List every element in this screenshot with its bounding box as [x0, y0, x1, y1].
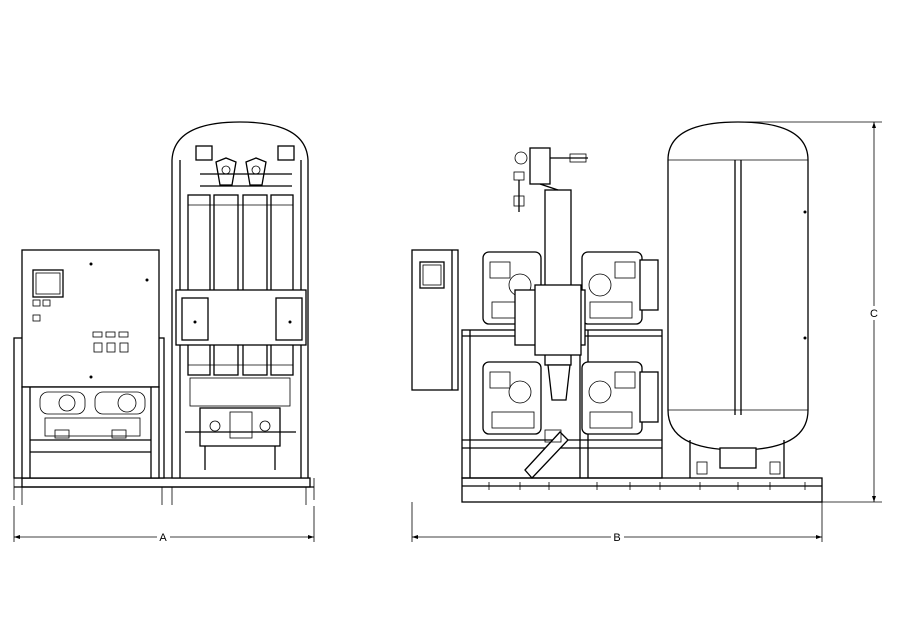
top-valves	[195, 145, 295, 187]
dimension-a-label: A	[159, 532, 167, 544]
dimension-c-label: C	[870, 308, 878, 320]
selector-switches	[32, 299, 51, 322]
dimension-b: B	[412, 532, 822, 544]
front-base-frame	[13, 477, 315, 505]
compressor-lower-right	[581, 361, 659, 435]
lower-piping	[185, 377, 296, 470]
compressor-lower-left	[482, 361, 542, 435]
compressor-upper-right	[581, 251, 659, 325]
control-cabinet	[13, 249, 165, 479]
dryer-assembly	[171, 121, 309, 479]
side-view: B C	[411, 121, 882, 544]
dimension-a: A	[13, 506, 315, 544]
receiver-tank	[667, 121, 809, 478]
gauge-indicators	[92, 331, 129, 353]
dimension-b-label: B	[613, 532, 620, 544]
side-cabinet	[411, 249, 459, 391]
front-view: A	[13, 121, 315, 544]
dimension-c: C	[742, 121, 882, 503]
filter-column	[513, 147, 588, 479]
